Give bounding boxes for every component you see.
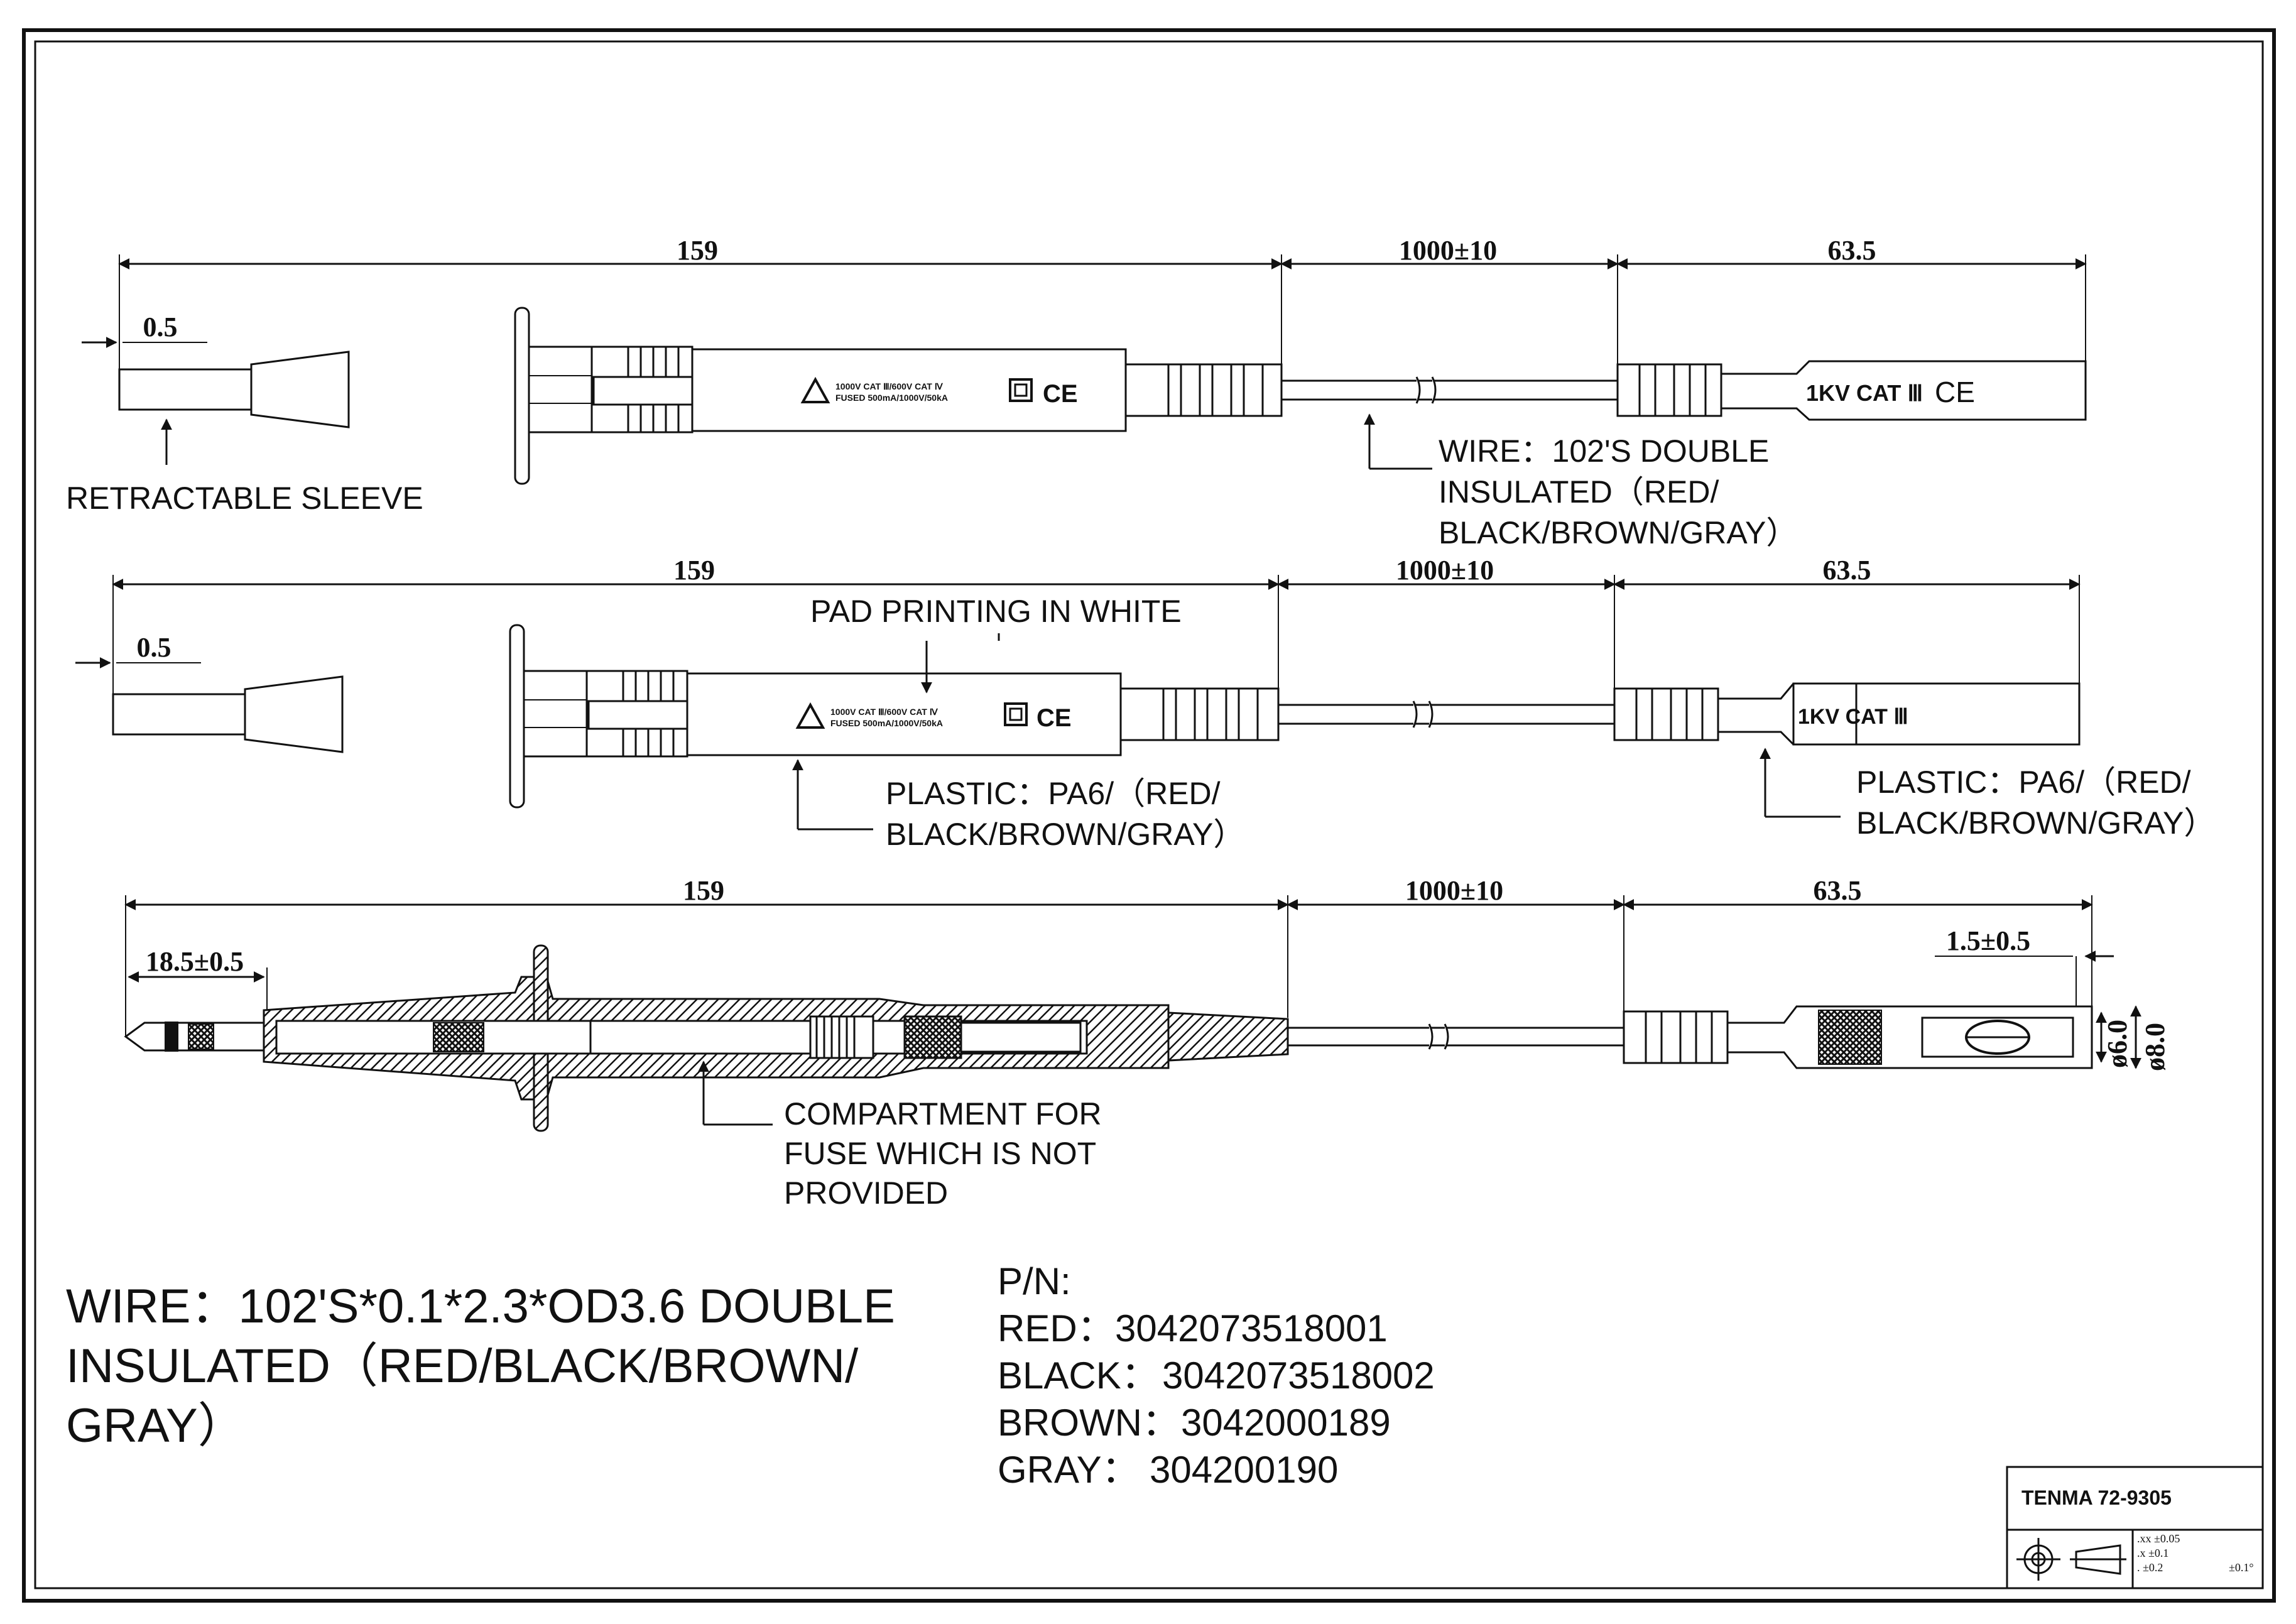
- plug-marking-2: 1KV CAT Ⅲ: [1798, 705, 1908, 729]
- callout-plastic-body-2: BLACK/BROWN/GRAY）: [886, 817, 1244, 852]
- outer-frame: [22, 28, 2276, 1603]
- callout-wire-3: BLACK/BROWN/GRAY）: [1439, 515, 1797, 550]
- view-2: 159 1000±10 63.5 0.5 1000V CAT Ⅲ/600V CA…: [75, 555, 2215, 852]
- dim-overall-3: 159: [683, 875, 724, 906]
- dim-inner-diameter: ø6.0: [2102, 1020, 2133, 1068]
- wire-spec-line1: WIRE：102'S*0.1*2.3*OD3.6 DOUBLE: [66, 1280, 895, 1333]
- dim-tip-2: 0.5: [137, 632, 171, 663]
- dim-tip-tolerance: 18.5±0.5: [146, 946, 244, 977]
- inner-frame: [34, 40, 2264, 1589]
- dim-wire-2: 1000±10: [1396, 555, 1494, 586]
- tolerance-xx: .xx ±0.05: [2137, 1532, 2180, 1545]
- pn-gray-label: GRAY：: [998, 1449, 1140, 1491]
- callout-retractable-sleeve: RETRACTABLE SLEEVE: [66, 481, 423, 516]
- title-block: TENMA 72-9305 .xx ±0.05 .x ±0.1 . ±0.2 ±…: [2006, 1466, 2264, 1589]
- pn-brown-label: BROWN：: [998, 1402, 1180, 1444]
- ce-mark-2: CE: [1036, 704, 1072, 732]
- callout-pad-printing: PAD PRINTING IN WHITE: [810, 594, 1182, 629]
- pn-black-label: BLACK：: [998, 1354, 1159, 1397]
- pn-gray-number: 304200190: [1150, 1449, 1338, 1491]
- callout-plastic-body-1: PLASTIC：PA6/（RED/: [886, 776, 1221, 811]
- tolerance-integer: . ±0.2: [2137, 1561, 2163, 1574]
- dim-plug: 63.5: [1828, 235, 1876, 266]
- pn-red-label: RED：: [998, 1307, 1115, 1349]
- tolerance-x: .x ±0.1: [2137, 1547, 2168, 1559]
- part-numbers: P/N: RED： 3042073518001 BLACK： 304207351…: [998, 1260, 1435, 1491]
- callout-wire-1: WIRE：102'S DOUBLE: [1439, 433, 1769, 469]
- dim-plug-2: 63.5: [1823, 555, 1871, 586]
- plug-marking: 1KV CAT Ⅲ: [1806, 380, 1923, 406]
- pn-header: P/N:: [998, 1260, 1071, 1302]
- ce-mark: CE: [1043, 380, 1078, 408]
- pn-red-number: 3042073518001: [1115, 1307, 1388, 1349]
- dim-overall: 159: [677, 235, 718, 266]
- dim-outer-diameter: ø8.0: [2140, 1023, 2170, 1071]
- dim-wire-3: 1000±10: [1405, 875, 1503, 906]
- callout-fuse-1: COMPARTMENT FOR: [784, 1096, 1102, 1131]
- callout-plastic-plug-2: BLACK/BROWN/GRAY）: [1856, 805, 2215, 841]
- dim-socket-depth: 1.5±0.5: [1946, 925, 2030, 956]
- pad-print-line2-2: FUSED 500mA/1000V/50kA: [830, 718, 943, 728]
- callout-plastic-plug-1: PLASTIC：PA6/（RED/: [1856, 765, 2191, 800]
- callout-fuse-3: PROVIDED: [784, 1175, 948, 1211]
- pn-brown-number: 3042000189: [1181, 1402, 1391, 1444]
- view-1: 159 1000±10 63.5 0.5 1000V CAT Ⅲ/600V CA…: [66, 235, 2087, 550]
- dim-wire: 1000±10: [1399, 235, 1497, 266]
- pn-black-number: 3042073518002: [1162, 1354, 1435, 1397]
- pad-print-line2: FUSED 500mA/1000V/50kA: [835, 393, 948, 403]
- pad-print-line1-2: 1000V CAT Ⅲ/600V CAT Ⅳ: [830, 707, 939, 717]
- pad-print-line1: 1000V CAT Ⅲ/600V CAT Ⅳ: [835, 381, 944, 391]
- view-3-section: 159 1000±10 63.5 18.5±0.5 1.5±0.5: [124, 875, 2170, 1211]
- callout-fuse-2: FUSE WHICH IS NOT: [784, 1136, 1096, 1171]
- callout-wire-2: INSULATED（RED/: [1439, 474, 1719, 510]
- wire-spec-note: WIRE：102'S*0.1*2.3*OD3.6 DOUBLE INSULATE…: [66, 1280, 895, 1452]
- wire-spec-line3: GRAY）: [66, 1399, 246, 1452]
- dim-tip: 0.5: [143, 312, 178, 342]
- title-model: TENMA 72-9305: [2021, 1486, 2172, 1509]
- wire-spec-line2: INSULATED（RED/BLACK/BROWN/: [66, 1339, 859, 1393]
- dim-plug-3: 63.5: [1814, 875, 1862, 906]
- projection-symbol-icon: [2016, 1538, 2126, 1581]
- plug-ce-mark: CE: [1935, 376, 1975, 408]
- tolerance-angle: ±0.1°: [2229, 1561, 2254, 1574]
- dim-overall-2: 159: [673, 555, 715, 586]
